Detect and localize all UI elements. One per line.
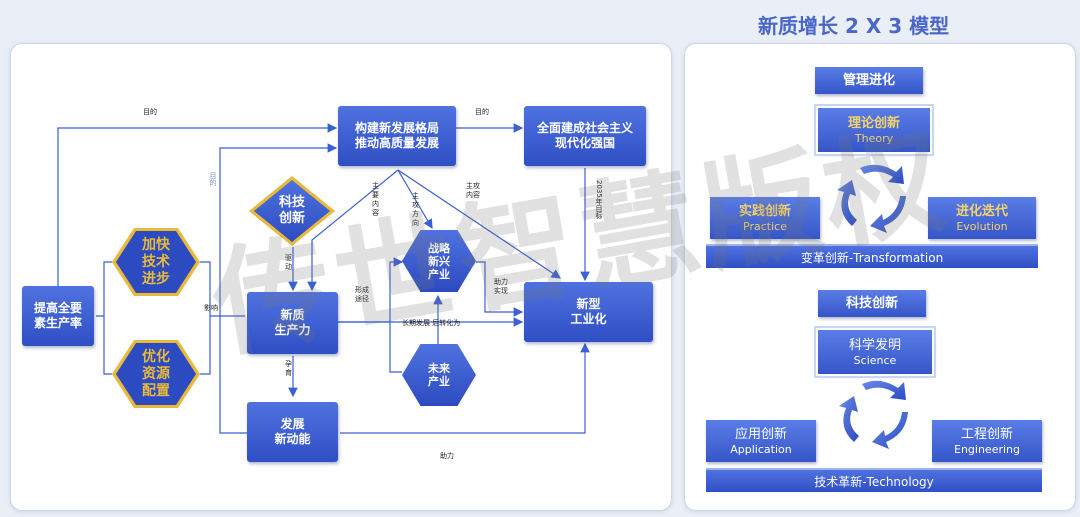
cycle-arrow-2c — [839, 396, 859, 442]
application-en: Application — [730, 442, 792, 456]
tfp-node: 提高全要 素生产率 — [22, 286, 94, 346]
long-term-label: 长期发展 后转化为 — [402, 319, 461, 327]
form-path-label: 形成 途径 — [355, 286, 369, 303]
main-content-label-1: 主 要 内 容 — [372, 182, 379, 217]
future-industry-hexagon: 未来 产业 — [402, 344, 476, 406]
page-title: 新质增长 2 X 3 模型 — [758, 14, 950, 38]
new-industrial-node: 新型 工业化 — [524, 282, 653, 342]
science-box: 科学发明 Science — [816, 328, 934, 376]
management-header-label: 管理进化 — [842, 72, 895, 88]
tech-innovation-header-label: 科技创新 — [845, 295, 898, 311]
theory-box: 理论创新 Theory — [816, 106, 932, 154]
evolution-box: 进化迭代 Evolution — [928, 197, 1036, 239]
influence-label: 影响 — [204, 304, 218, 312]
new-productivity-node: 新质 生产力 — [247, 292, 338, 354]
technology-bar: 技术革新-Technology — [706, 468, 1042, 492]
goal-modern-node: 全面建成社会主义 现代化强国 — [524, 106, 646, 166]
cycle-arrow-1b — [870, 196, 906, 233]
engineering-box: 工程创新 Engineering — [932, 420, 1042, 462]
main-direction-label: 主 攻 方 向 — [412, 192, 419, 227]
management-header: 管理进化 — [815, 67, 923, 94]
engineering-en: Engineering — [954, 442, 1020, 456]
application-box: 应用创新 Application — [706, 420, 816, 462]
purpose-vertical-label: 目的 — [209, 172, 217, 186]
science-cn: 科学发明 — [848, 337, 901, 353]
theory-cn: 理论创新 — [847, 115, 900, 131]
engineering-cn: 工程创新 — [960, 426, 1013, 442]
help-label: 助力 — [440, 452, 454, 460]
goal-build-node: 构建新发展格局 推动高质量发展 — [338, 106, 456, 166]
cycle-arrow-1a — [860, 164, 904, 184]
purpose-label-1: 目的 — [143, 108, 157, 116]
tech-innovation-header: 科技创新 — [818, 290, 926, 317]
evolution-en: Evolution — [956, 219, 1008, 233]
purpose-label-2: 目的 — [475, 108, 489, 116]
cycle-arrow-2b — [872, 412, 908, 449]
drive-label: 驱 动 — [285, 254, 292, 271]
practice-box: 实践创新 Practice — [710, 197, 820, 239]
cycle-arrow-2a — [862, 380, 906, 400]
practice-en: Practice — [743, 219, 787, 233]
application-cn: 应用创新 — [734, 426, 787, 442]
goal-2035-label: 2035年目标 — [595, 180, 603, 219]
nurture-label: 孕 育 — [285, 360, 292, 377]
practice-cn: 实践创新 — [738, 203, 791, 219]
science-en: Science — [853, 353, 897, 367]
help-realize-label: 助力 实现 — [494, 278, 508, 295]
main-content-label-2: 主攻 内容 — [466, 182, 480, 199]
theory-en: Theory — [854, 131, 894, 145]
strategic-industry-hexagon: 战略 新兴 产业 — [402, 230, 476, 292]
cycle-arrow-1c — [837, 180, 857, 226]
momentum-node: 发展 新动能 — [247, 402, 338, 462]
transformation-bar: 变革创新-Transformation — [706, 244, 1038, 268]
evolution-cn: 进化迭代 — [955, 203, 1008, 219]
optimize-hexagon: 优化 资源 配置 — [116, 343, 196, 405]
